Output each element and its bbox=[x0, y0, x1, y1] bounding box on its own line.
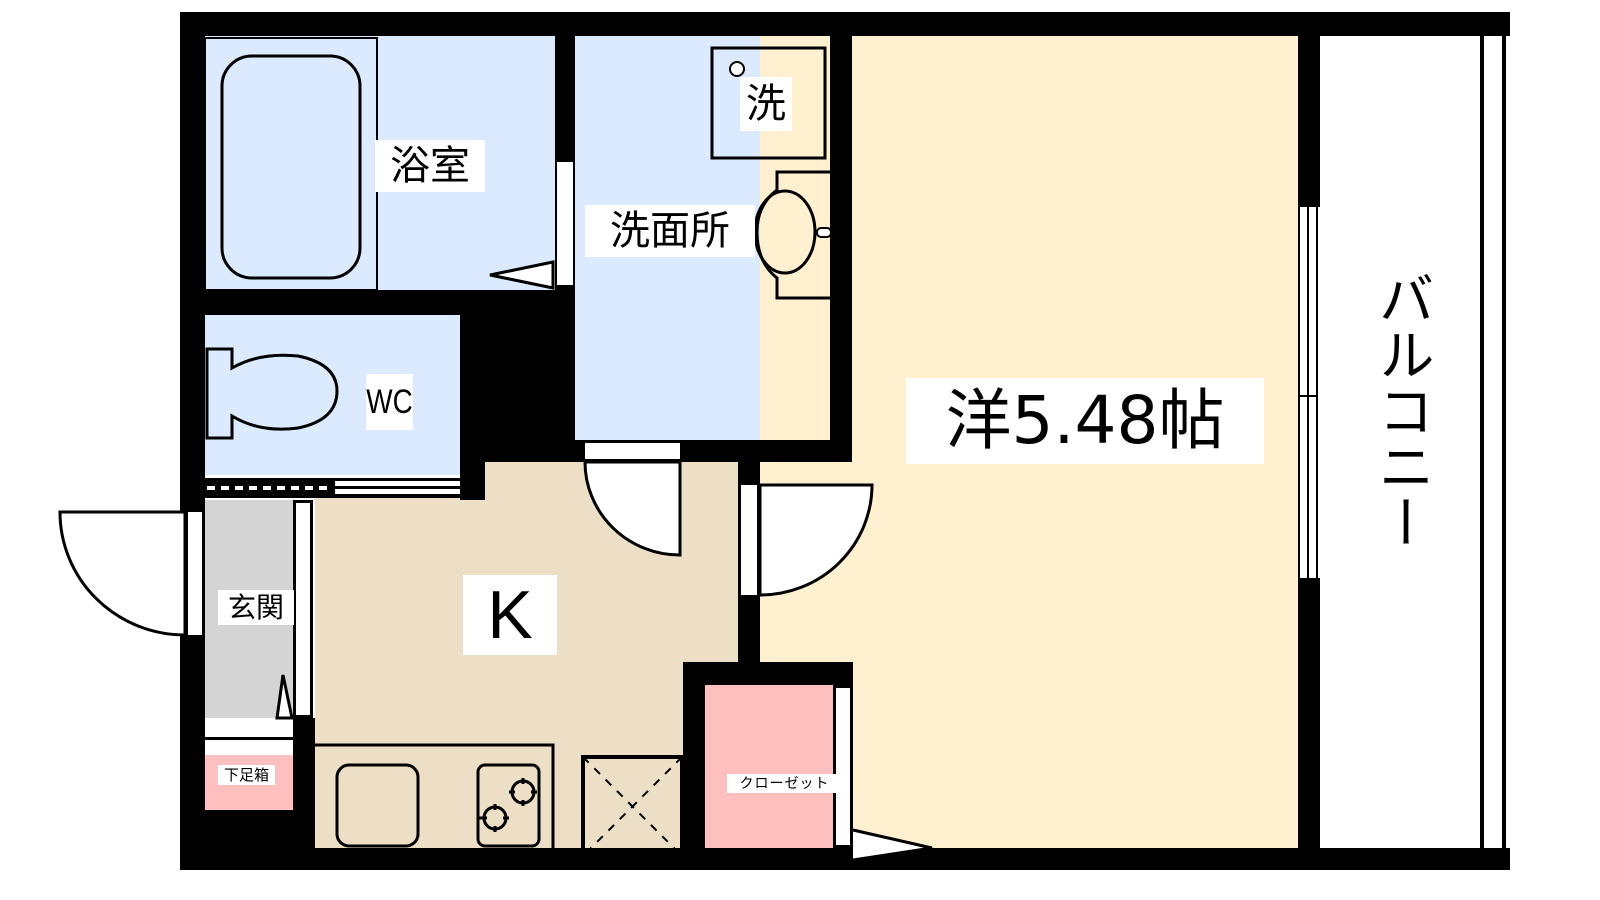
washroom-door-swing-icon bbox=[583, 460, 682, 557]
shoebox-top-strip bbox=[205, 718, 293, 740]
balcony-sliding-window[interactable] bbox=[1298, 207, 1318, 578]
faucet-icon bbox=[816, 227, 832, 238]
toilet-icon bbox=[205, 347, 339, 440]
bathtub-icon bbox=[220, 54, 362, 280]
bath-door-frame[interactable] bbox=[555, 162, 575, 285]
burner-1-ticks bbox=[509, 778, 537, 806]
outer-wall-left-upper bbox=[180, 12, 205, 512]
wall-western-balcony-upper bbox=[1298, 12, 1320, 207]
drain-icon bbox=[729, 61, 745, 77]
bath-label: 浴室 bbox=[375, 140, 485, 192]
bathtub-divider bbox=[204, 37, 378, 291]
washer-label: 洗 bbox=[740, 77, 792, 131]
wall-wash-western bbox=[830, 12, 852, 462]
wall-western-balcony-lower bbox=[1298, 578, 1320, 868]
wall-closet-top bbox=[683, 662, 853, 685]
wall-kitchen-western-lower bbox=[738, 595, 760, 665]
balcony-railing-inner bbox=[1502, 36, 1506, 848]
fridge-space-cross bbox=[582, 756, 683, 857]
entrance-pointer-icon bbox=[275, 674, 294, 720]
western-door-swing-icon bbox=[758, 483, 874, 597]
wall-kitchen-western bbox=[738, 440, 760, 485]
wall-closet-left bbox=[683, 662, 705, 862]
fridge-space-icon bbox=[581, 755, 684, 858]
wall-shoebox-bottom bbox=[180, 810, 315, 860]
wall-block-center-lower bbox=[460, 440, 485, 500]
kitchen-label: K bbox=[463, 575, 557, 655]
stove-icon bbox=[476, 763, 541, 848]
burner-2-ticks bbox=[479, 804, 509, 832]
kitchen-room bbox=[315, 498, 740, 848]
sink-icon bbox=[335, 763, 420, 848]
bath-door-pointer-icon bbox=[489, 260, 555, 290]
burner-2-icon bbox=[482, 805, 508, 831]
shoe-box-label: 下足箱 bbox=[218, 765, 275, 785]
toilet-label: WC bbox=[366, 374, 413, 430]
outer-wall-bottom bbox=[180, 848, 1510, 870]
burner-1-icon bbox=[510, 779, 536, 805]
wash-basin-icon bbox=[753, 189, 817, 275]
wall-block-center bbox=[460, 290, 575, 462]
kitchen-counter-icon bbox=[315, 743, 555, 848]
balcony-label: バルコニー bbox=[1369, 270, 1434, 550]
washroom-label: 洗面所 bbox=[585, 205, 755, 257]
entrance-label: 玄関 bbox=[218, 590, 294, 625]
closet-room bbox=[705, 685, 833, 848]
wall-bath-wash bbox=[555, 12, 575, 162]
closet-label: クローゼット bbox=[727, 774, 842, 793]
wc-door-rail[interactable] bbox=[205, 478, 460, 498]
closet-door-pointer-icon bbox=[852, 828, 933, 862]
closet-door-panel[interactable] bbox=[833, 685, 853, 848]
washing-machine-pan-icon bbox=[710, 46, 827, 160]
western-room-label: 洋5.48帖 bbox=[906, 378, 1264, 464]
front-door-swing-icon bbox=[58, 510, 187, 637]
balcony-railing-outer bbox=[1480, 36, 1484, 848]
entrance-sliding-panel[interactable] bbox=[293, 500, 313, 718]
